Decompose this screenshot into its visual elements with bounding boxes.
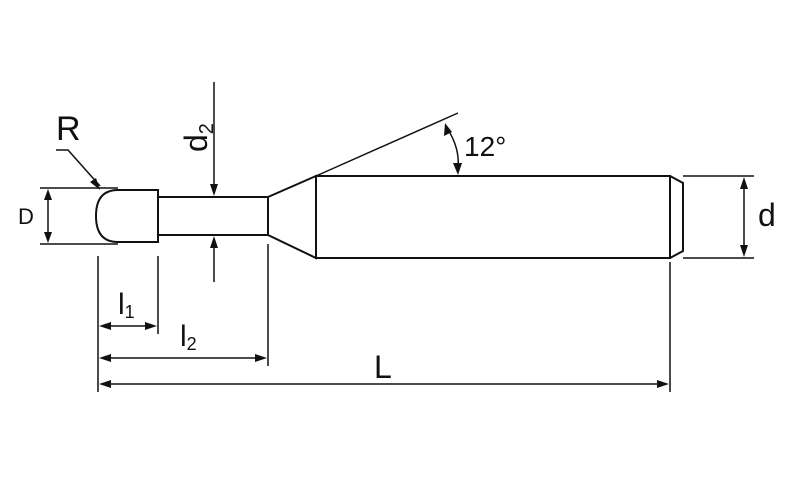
D-label: D — [18, 204, 34, 229]
l1-arrow-right — [145, 322, 157, 330]
d-arrow-top — [740, 177, 748, 189]
dimension-D: D — [18, 187, 118, 245]
l2-arrow-right — [255, 354, 267, 362]
radius-leader-line — [56, 149, 101, 187]
l1-arrow-left — [99, 322, 111, 330]
L-arrow-left — [99, 380, 111, 388]
d-label: d — [758, 197, 776, 233]
l2-arrow-left — [99, 354, 111, 362]
D-arrow-top — [44, 189, 52, 200]
d2-label: d2 — [178, 123, 218, 152]
dimension-l2: l2 — [99, 320, 267, 362]
radius-label: R — [56, 110, 81, 148]
taper — [267, 174, 317, 260]
dimension-d2: d2 — [178, 82, 218, 282]
taper-angle: 12° — [315, 112, 506, 177]
dimension-l1: l1 — [99, 288, 157, 330]
L-label: L — [374, 349, 392, 385]
dimension-d: d — [683, 175, 776, 259]
d2-arrow-top — [210, 184, 218, 196]
ball-tip-head — [94, 189, 159, 243]
radius-arrowhead — [90, 178, 100, 190]
L-arrow-right — [657, 380, 669, 388]
length-extension-lines — [97, 244, 671, 392]
d-arrow-bottom — [740, 245, 748, 257]
neck — [157, 196, 269, 236]
d2-arrow-bottom — [210, 236, 218, 248]
radius-callout: R — [56, 110, 101, 190]
shank — [315, 175, 671, 259]
angle-arrow-top — [444, 123, 452, 136]
l2-label: l2 — [180, 320, 197, 354]
l1-label: l1 — [118, 288, 135, 322]
angle-arc — [446, 127, 460, 169]
angle-extension-line — [315, 112, 459, 177]
dimension-L: L — [99, 349, 669, 388]
angle-label: 12° — [464, 131, 506, 162]
tool-outline — [94, 174, 684, 260]
shank-chamfer — [669, 175, 684, 259]
D-arrow-bottom — [44, 232, 52, 243]
angle-arrow-bottom — [453, 163, 462, 175]
